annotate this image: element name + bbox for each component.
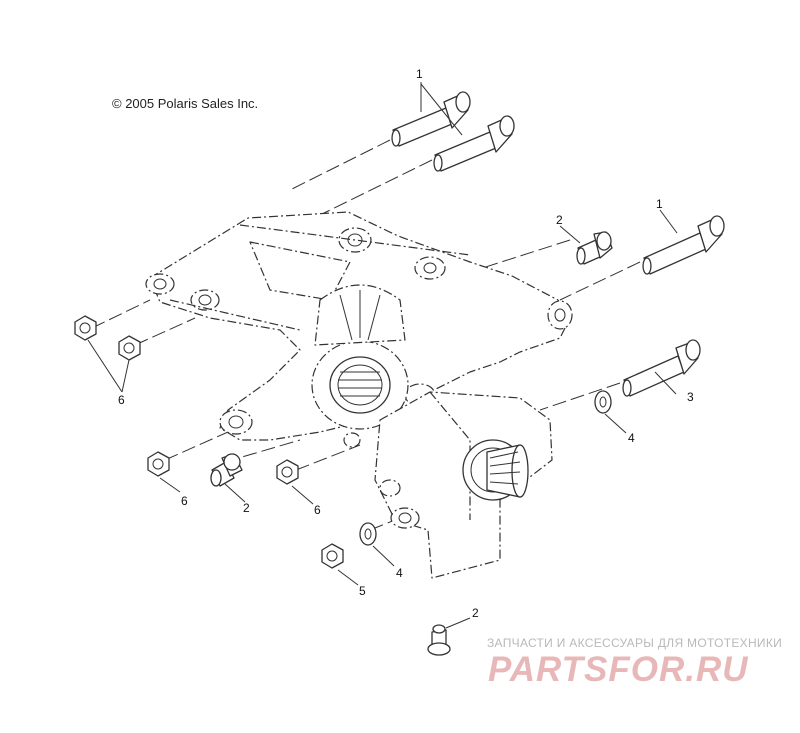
- nut-item-6-b: [118, 335, 141, 361]
- callout-2-bottom: 2: [472, 606, 479, 620]
- nut-item-5: [321, 543, 344, 569]
- callout-4-right: 4: [628, 431, 635, 445]
- callout-3: 3: [687, 390, 694, 404]
- nut-item-6-a: [74, 315, 97, 341]
- washer-item-4-right: [594, 390, 612, 414]
- callout-2-lower: 2: [243, 501, 250, 515]
- nut-item-6-c: [147, 451, 170, 477]
- callout-2-upper: 2: [556, 213, 563, 227]
- copyright-text: © 2005 Polaris Sales Inc.: [112, 96, 259, 111]
- callout-labels: 1 1 2 3 4 6 6 2 6 4 5 2: [118, 67, 694, 620]
- callout-4-lower: 4: [396, 566, 403, 580]
- leader-lines: [87, 82, 678, 629]
- short-bolt-lower-left: [210, 453, 243, 487]
- long-bolt-upper-left: [391, 91, 471, 147]
- callout-1-top: 1: [416, 67, 423, 81]
- long-bolt-right: [642, 215, 725, 275]
- short-bolt-bottom: [427, 624, 451, 656]
- callout-1-right: 1: [656, 197, 663, 211]
- short-bolt-upper: [576, 231, 613, 265]
- nut-item-6-d: [276, 459, 299, 485]
- long-bolt-upper-right: [433, 115, 515, 172]
- gearcase-housing: [145, 211, 573, 579]
- callout-6-middle: 6: [314, 503, 321, 517]
- watermark-tagline: ЗАПЧАСТИ И АКСЕССУАРЫ ДЛЯ МОТОТЕХНИКИ: [487, 636, 783, 650]
- washer-item-4-lower: [359, 522, 377, 546]
- callout-6-lower-left: 6: [181, 494, 188, 508]
- callout-5: 5: [359, 584, 366, 598]
- watermark-brand: PARTSFOR.RU: [488, 650, 749, 689]
- bolt-item-3: [622, 339, 701, 397]
- callout-6-left: 6: [118, 393, 125, 407]
